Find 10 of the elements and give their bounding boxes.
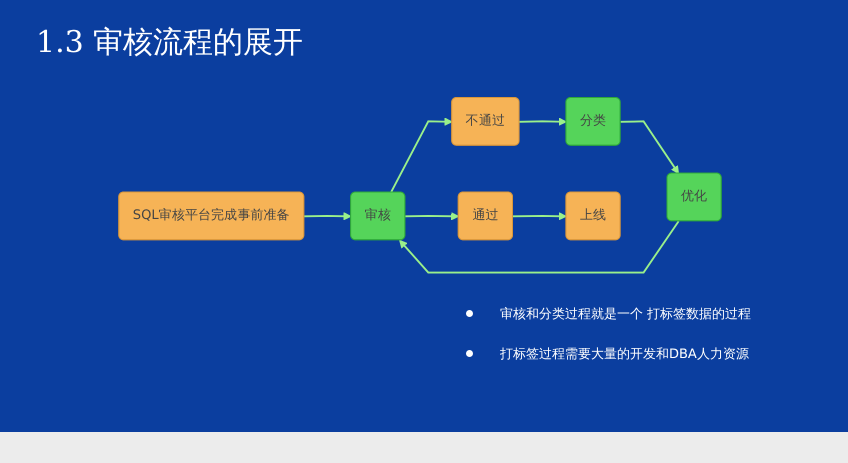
arrow — [520, 118, 567, 126]
arrow — [512, 212, 567, 220]
arrow — [620, 120, 679, 174]
arrow — [304, 212, 352, 220]
arrow — [399, 220, 680, 274]
slide-title: 1.3 审核流程的展开 — [36, 24, 304, 62]
arrow — [405, 212, 460, 220]
arrow — [390, 118, 453, 193]
bullet-text: 审核和分类过程就是一个 打标签数据的过程 — [500, 307, 752, 322]
bullet-text: 打标签过程需要大量的开发和DBA人力资源 — [500, 347, 749, 362]
